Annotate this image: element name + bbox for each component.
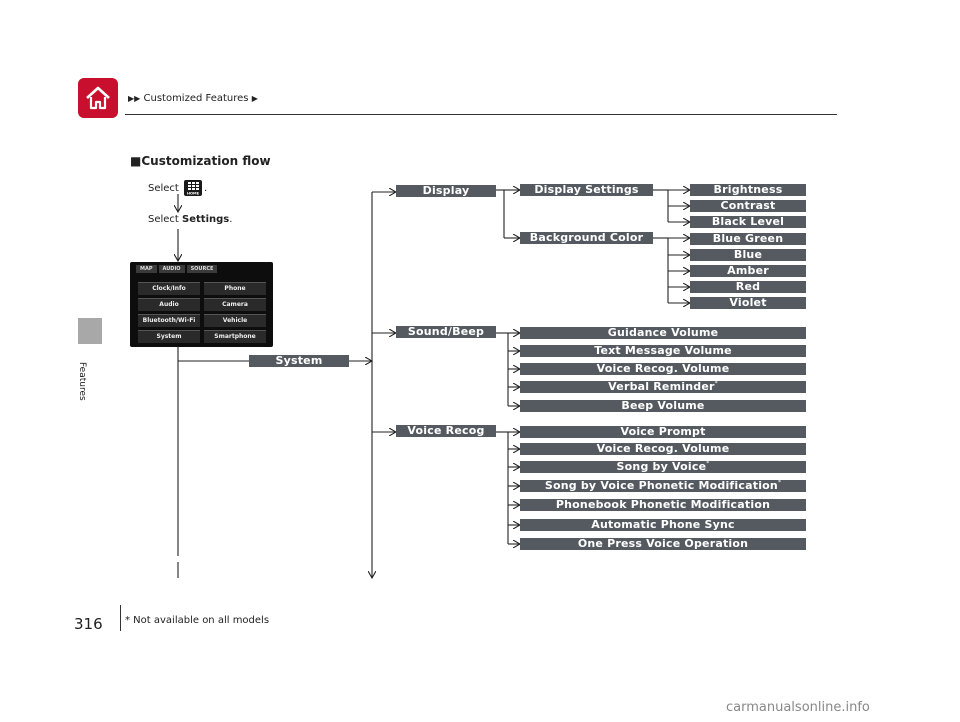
- node-voice-prompt: Voice Prompt: [520, 426, 806, 438]
- step-select-home: Select HOME .: [148, 180, 207, 196]
- node-guidance-volume: Guidance Volume: [520, 327, 806, 339]
- screen-button-audio[interactable]: Audio: [138, 298, 200, 311]
- asterisk-mark: *: [706, 460, 710, 467]
- step-text: .: [229, 214, 233, 225]
- node-verbal-reminder: Verbal Reminder*: [520, 381, 806, 393]
- step-text: Select: [148, 214, 179, 225]
- section-title: ■Customization flow: [130, 154, 271, 168]
- node-voice-recog-volume: Voice Recog. Volume: [520, 363, 806, 375]
- screen-button-system[interactable]: System: [138, 330, 200, 343]
- node-violet: Violet: [690, 297, 806, 309]
- square-bullet-icon: ■: [130, 154, 142, 168]
- screen-button-clock-info[interactable]: Clock/Info: [138, 282, 200, 295]
- breadcrumb-label: Customized Features: [143, 93, 249, 104]
- node-automatic-phone-sync: Automatic Phone Sync: [520, 519, 806, 531]
- screen-button-vehicle[interactable]: Vehicle: [204, 314, 266, 327]
- page-number: 316: [74, 615, 103, 633]
- home-icon: [86, 86, 110, 110]
- step-settings-word: Settings: [182, 214, 230, 225]
- node-phonebook-phonetic: Phonebook Phonetic Modification: [520, 499, 806, 511]
- header-rule: [125, 114, 837, 115]
- screen-button-phone[interactable]: Phone: [204, 282, 266, 295]
- sidebar-tab: [78, 318, 102, 344]
- home-icon-label: HOME: [187, 192, 200, 196]
- node-blue-green: Blue Green: [690, 233, 806, 245]
- node-contrast: Contrast: [690, 200, 806, 212]
- breadcrumb[interactable]: ▶▶ Customized Features ▶: [128, 93, 258, 104]
- section-title-text: Customization flow: [141, 154, 271, 168]
- screen-button-bluetooth-wifi[interactable]: Bluetooth/Wi-Fi: [138, 314, 200, 327]
- step-text: .: [204, 183, 208, 194]
- home-menu-icon: HOME: [184, 180, 203, 196]
- node-beep-volume: Beep Volume: [520, 400, 806, 412]
- node-voice-recog-volume-2: Voice Recog. Volume: [520, 443, 806, 455]
- screen-tab-map[interactable]: MAP: [136, 265, 157, 273]
- node-song-by-voice: Song by Voice*: [520, 461, 806, 473]
- node-sound-beep: Sound/Beep: [396, 326, 496, 338]
- screen-button-camera[interactable]: Camera: [204, 298, 266, 311]
- node-amber: Amber: [690, 265, 806, 277]
- asterisk-mark: *: [714, 380, 718, 387]
- node-song-by-voice-label: Song by Voice: [616, 460, 707, 473]
- screen-tab-source[interactable]: SOURCE: [186, 265, 218, 273]
- home-button[interactable]: [78, 78, 118, 118]
- node-display-settings: Display Settings: [520, 184, 653, 196]
- node-system: System: [249, 355, 349, 367]
- breadcrumb-arrow-icon: ▶▶: [128, 94, 141, 103]
- watermark: carmanualsonline.info: [726, 700, 870, 715]
- node-blue: Blue: [690, 249, 806, 261]
- node-one-press-voice: One Press Voice Operation: [520, 538, 806, 550]
- footer-rule: [120, 605, 121, 631]
- breadcrumb-arrow-icon: ▶: [251, 94, 258, 103]
- node-black-level: Black Level: [690, 216, 806, 228]
- node-verbal-reminder-label: Verbal Reminder: [608, 380, 715, 393]
- step-select-settings: Select Settings.: [148, 214, 232, 225]
- node-song-by-voice-phonetic: Song by Voice Phonetic Modification*: [520, 480, 806, 492]
- screen-button-smartphone[interactable]: Smartphone: [204, 330, 266, 343]
- node-background-color: Background Color: [520, 232, 653, 244]
- node-voice-recog: Voice Recog: [396, 425, 496, 437]
- settings-screen: MAP AUDIO SOURCE Clock/Info Phone Audio …: [130, 262, 273, 347]
- asterisk-mark: *: [777, 479, 782, 486]
- screen-tab-audio[interactable]: AUDIO: [158, 265, 185, 273]
- node-song-by-voice-phonetic-label: Song by Voice Phonetic Modification: [544, 479, 778, 492]
- node-brightness: Brightness: [690, 184, 806, 196]
- footnote: * Not available on all models: [125, 615, 270, 626]
- node-red: Red: [690, 281, 806, 293]
- step-text: Select: [148, 183, 179, 194]
- node-text-message-volume: Text Message Volume: [520, 345, 806, 357]
- node-display: Display: [396, 185, 496, 197]
